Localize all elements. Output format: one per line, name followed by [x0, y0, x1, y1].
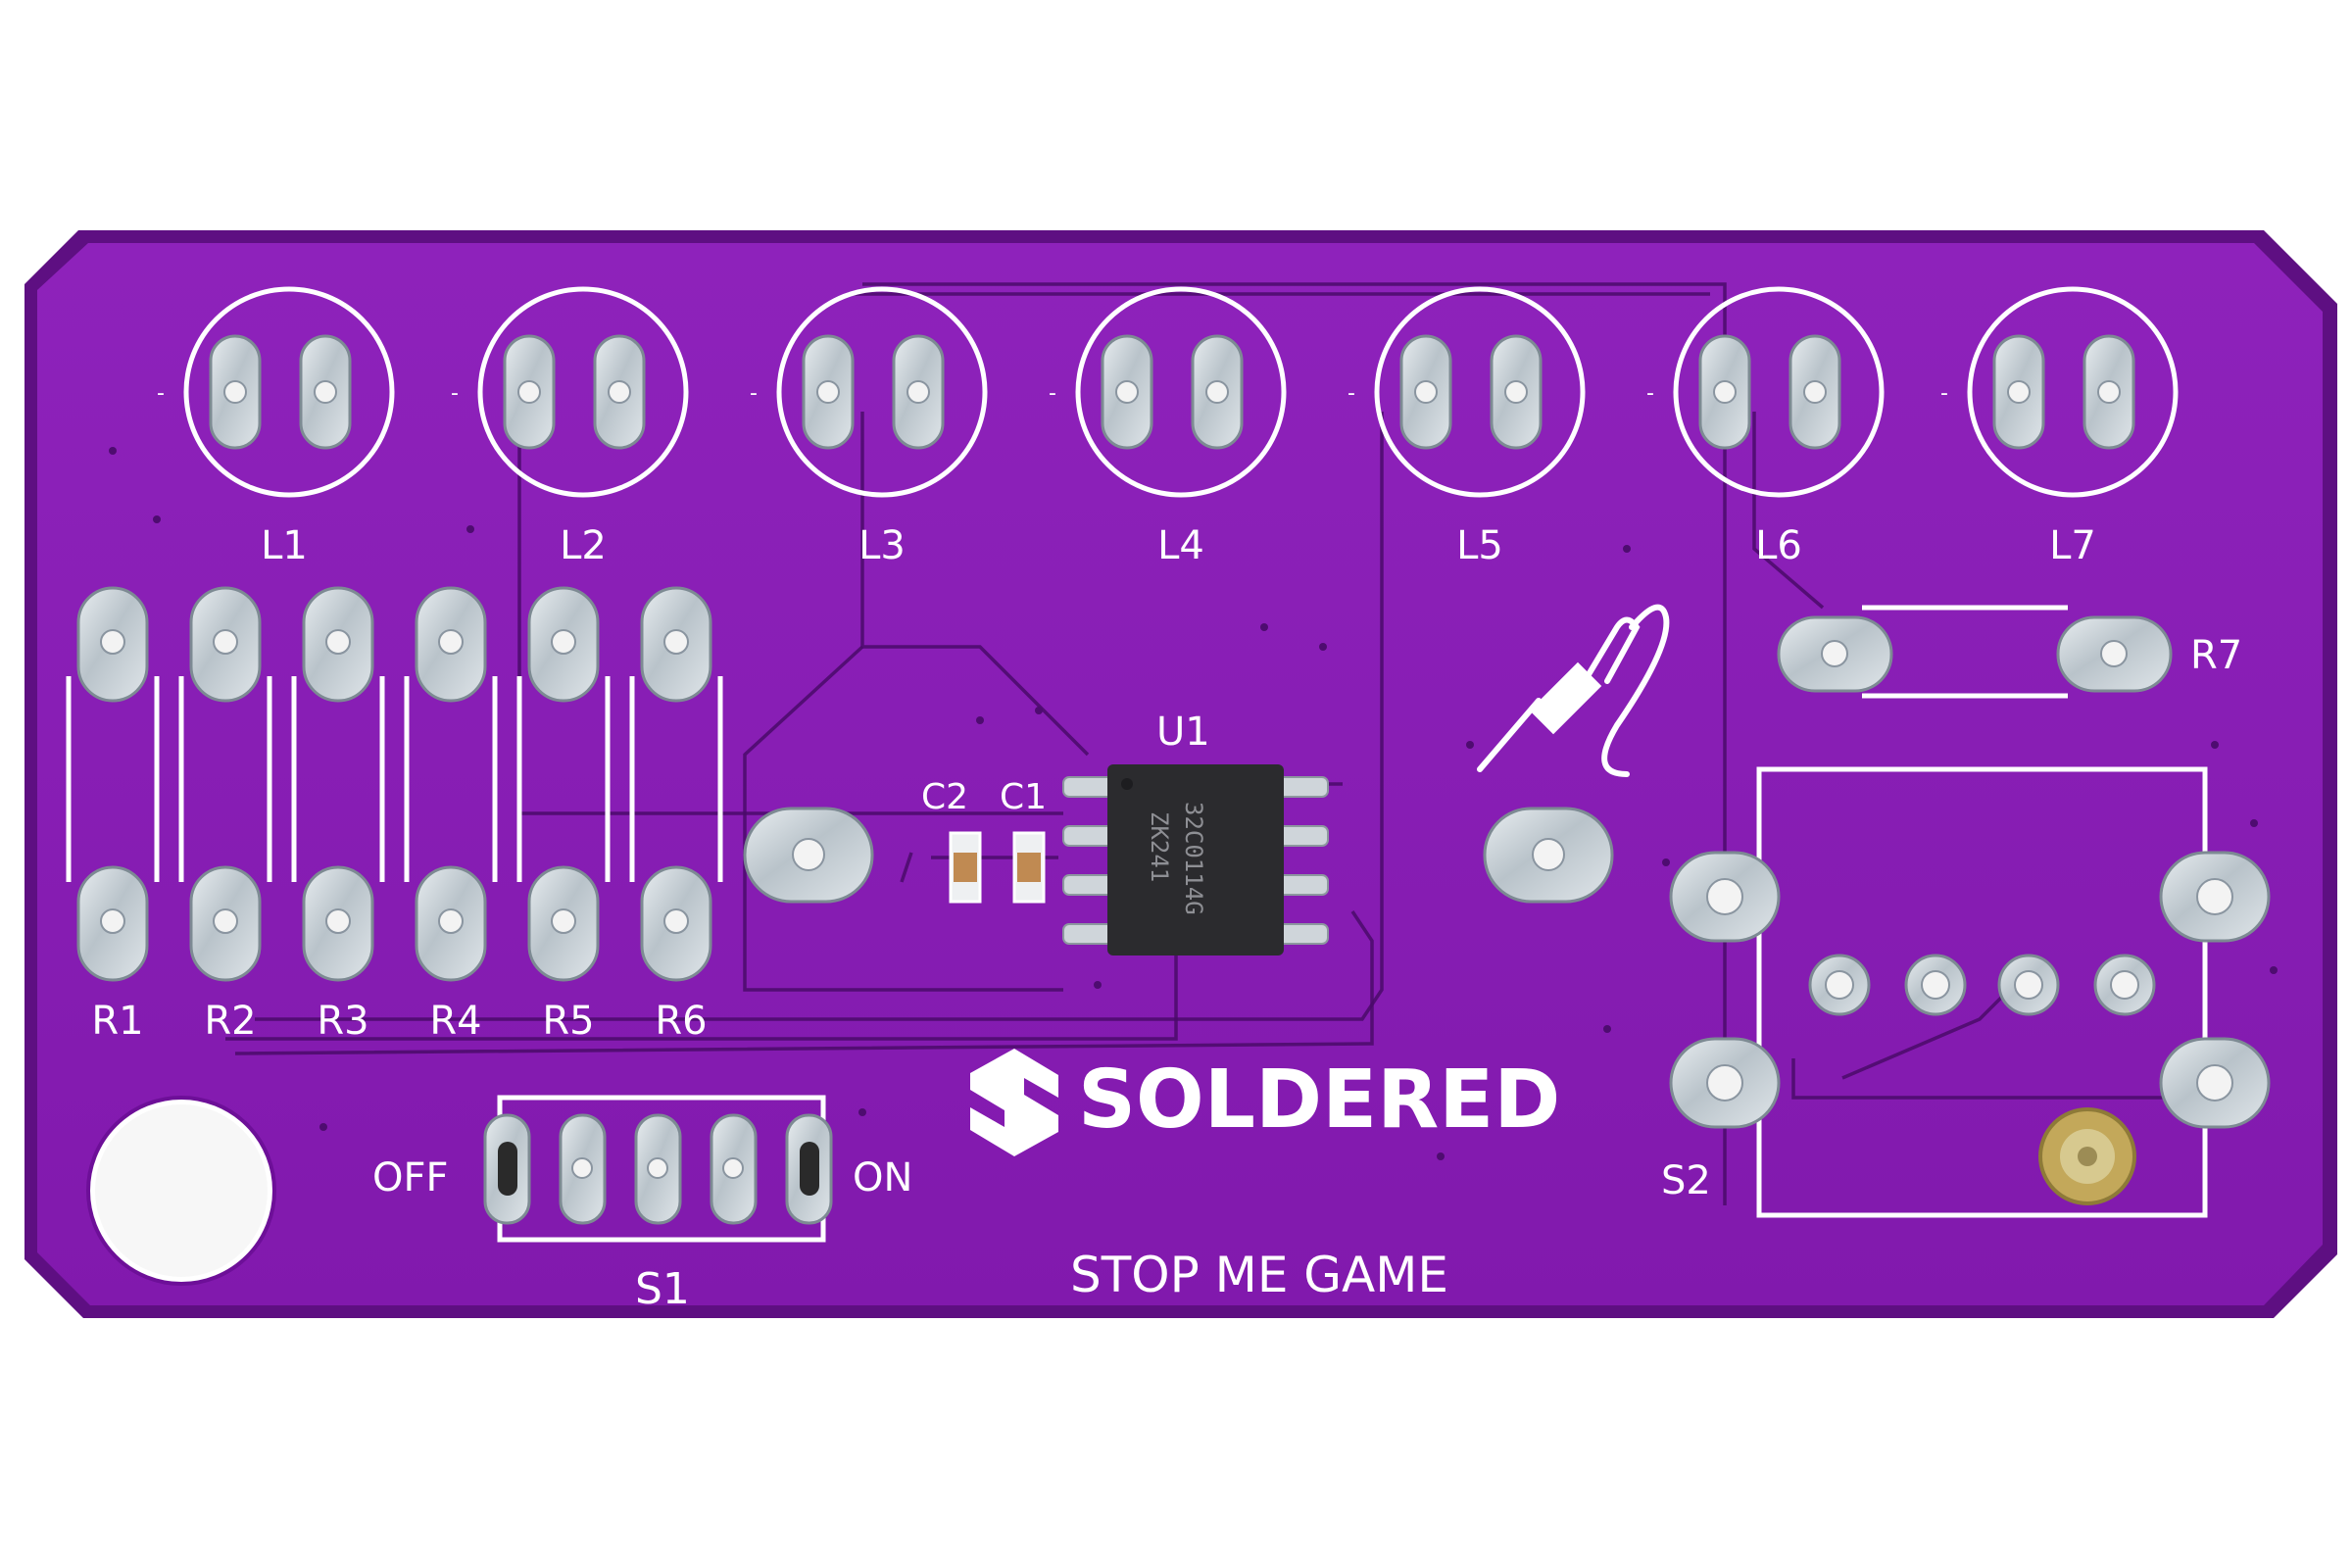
resistor-r5 [516, 586, 611, 982]
svg-text:-: - [451, 381, 459, 406]
switch-off-label: OFF [372, 1155, 449, 1200]
led-labels: L1 L2 L3 L4 L5 L6 L7 [261, 523, 2096, 568]
svg-text:-: - [1348, 381, 1355, 406]
label-r4: R4 [429, 999, 481, 1044]
label-l6: L6 [1755, 523, 1802, 568]
label-r2: R2 [204, 999, 256, 1044]
label-l4: L4 [1157, 523, 1204, 568]
resistor-r6 [629, 586, 723, 982]
mounting-hole [86, 1096, 276, 1286]
brand-wordmark: SOLDERED [1078, 1054, 1560, 1147]
led-l4: - [1049, 286, 1287, 498]
vias [109, 447, 2278, 1160]
label-r7: R7 [2190, 633, 2242, 678]
svg-text:-: - [1049, 381, 1056, 406]
led-l5: - [1348, 286, 1586, 498]
svg-text:-: - [750, 381, 758, 406]
product-title: STOP ME GAME [1070, 1247, 1448, 1303]
soldered-logo-icon [970, 1049, 1058, 1156]
label-c2: C2 [921, 777, 968, 817]
resistor-r2 [178, 586, 272, 982]
soldering-iron-icon [1477, 604, 1670, 777]
resistor-r7: R7 [1777, 605, 2242, 699]
chip-u1: U1 32C0114G ZK241 [1062, 710, 1329, 956]
led-l3: - [750, 286, 988, 498]
led-l7: - [1940, 286, 2179, 498]
resistor-r4 [404, 586, 498, 982]
label-l1: L1 [261, 523, 308, 568]
label-s2: S2 [1661, 1158, 1711, 1203]
switch-s1: OFF ON S1 [372, 1095, 912, 1314]
label-l5: L5 [1456, 523, 1503, 568]
led-l2: - [451, 286, 689, 498]
label-r6: R6 [655, 999, 707, 1044]
label-r5: R5 [542, 999, 594, 1044]
chip-marking-2: ZK241 [1146, 811, 1173, 882]
switch-on-label: ON [853, 1155, 912, 1200]
mounting-pads [743, 807, 1614, 904]
resistor-bank [66, 586, 723, 982]
led-l6: - [1646, 286, 1885, 498]
label-r1: R1 [91, 999, 143, 1044]
label-c1: C1 [1000, 777, 1047, 817]
led-l1: - [157, 286, 395, 498]
label-l2: L2 [560, 523, 607, 568]
resistor-labels: R1 R2 R3 R4 R5 R6 [91, 999, 707, 1044]
button-s2: S2 [1661, 766, 2271, 1218]
label-s1: S1 [635, 1264, 690, 1314]
label-u1: U1 [1156, 710, 1210, 755]
label-r3: R3 [317, 999, 368, 1044]
label-l7: L7 [2049, 523, 2096, 568]
svg-text:-: - [1646, 381, 1654, 406]
capacitors: C2 C1 [921, 777, 1047, 904]
resistor-r3 [291, 586, 385, 982]
soldered-logo: SOLDERED [970, 1049, 1560, 1156]
chip-marking-1: 32C0114G [1180, 802, 1207, 915]
resistor-r1 [66, 586, 160, 982]
led-row: - - - - [157, 286, 2179, 498]
svg-text:-: - [1940, 381, 1948, 406]
svg-text:-: - [157, 381, 165, 406]
label-l3: L3 [858, 523, 906, 568]
